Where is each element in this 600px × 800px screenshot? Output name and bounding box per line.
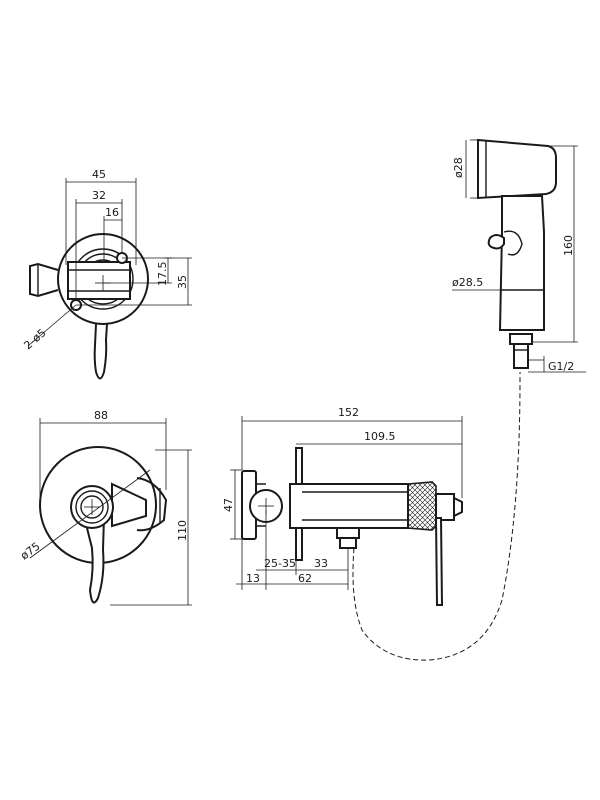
dim-side-33: 33 bbox=[314, 557, 328, 570]
front-view: 88 110 ø75 bbox=[18, 409, 192, 606]
dim-top-small: 16 bbox=[105, 206, 119, 219]
dim-side-13: 13 bbox=[246, 572, 260, 585]
dim-front-height: 110 bbox=[176, 520, 189, 541]
dim-side-body: 109.5 bbox=[364, 430, 396, 443]
dim-shower-handle: ø28.5 bbox=[452, 276, 483, 289]
dim-top-width: 45 bbox=[92, 168, 106, 181]
dim-shower-length: 160 bbox=[562, 235, 575, 256]
dim-top-inner: 32 bbox=[92, 189, 106, 202]
dim-top-h2: 35 bbox=[176, 275, 189, 289]
hand-shower-view: ø28 ø28.5 160 G1/2 bbox=[452, 138, 586, 373]
dim-top-h1: 17.5 bbox=[156, 262, 169, 287]
dim-shower-head: ø28 bbox=[452, 157, 465, 178]
hose bbox=[352, 372, 521, 661]
dim-side-height: 47 bbox=[222, 498, 235, 512]
dim-side-length: 152 bbox=[338, 406, 359, 419]
top-view: 45 32 16 17.5 35 2-ø5 bbox=[21, 168, 192, 380]
side-view: 152 109.5 47 25-35 33 13 62 bbox=[222, 406, 463, 606]
dim-shower-thread: G1/2 bbox=[548, 360, 574, 373]
dim-front-dia: ø75 bbox=[18, 540, 42, 563]
dim-front-width: 88 bbox=[94, 409, 108, 422]
dim-side-range: 25-35 bbox=[264, 557, 296, 570]
dim-top-holes: 2-ø5 bbox=[21, 326, 48, 352]
dim-side-62: 62 bbox=[298, 572, 312, 585]
